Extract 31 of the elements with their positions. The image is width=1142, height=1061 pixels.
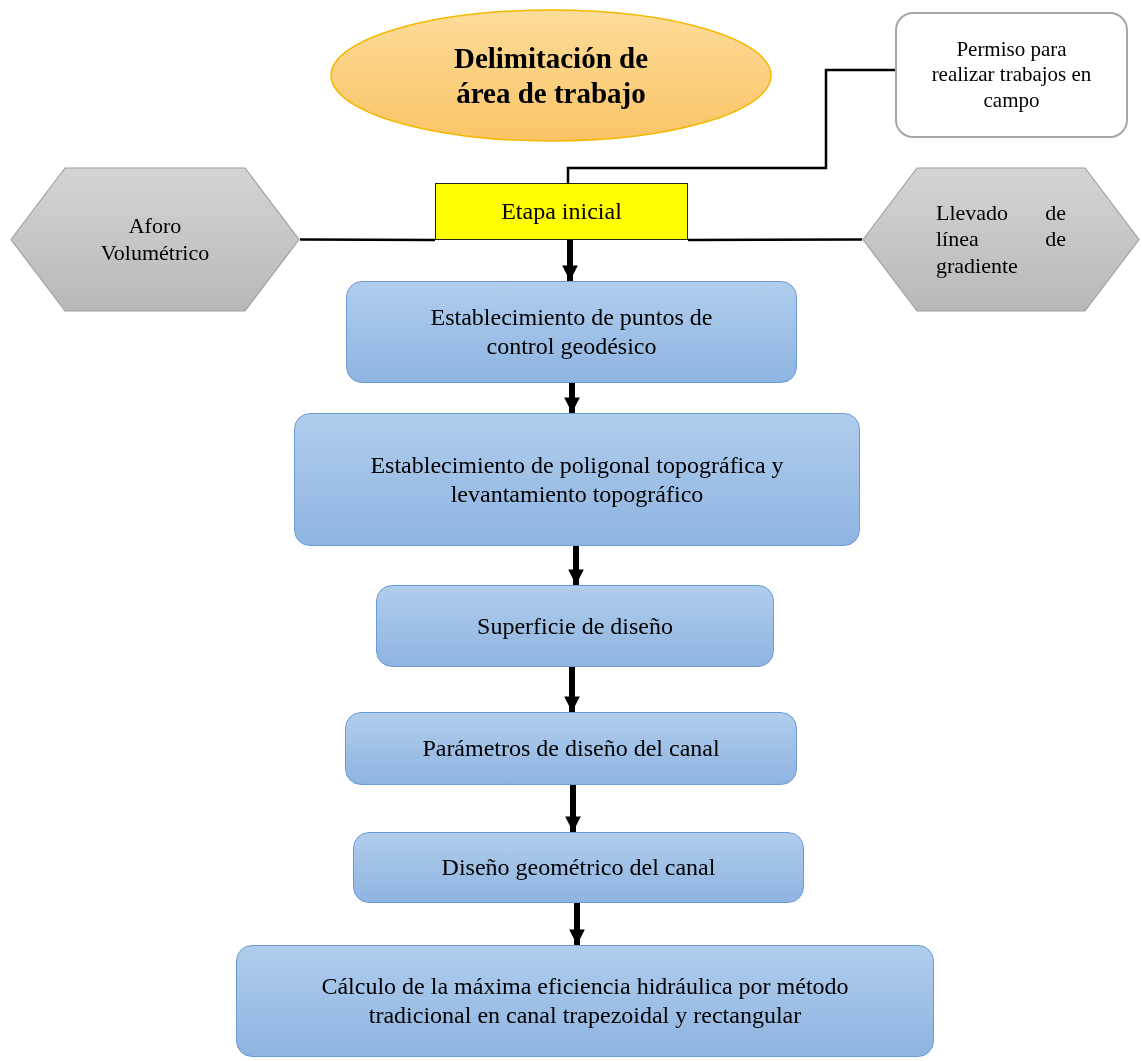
arrow — [562, 240, 578, 281]
process-box — [346, 281, 797, 383]
ellipse-shape — [330, 9, 772, 142]
hexagon-shape — [862, 167, 1140, 312]
hexagon-shape — [10, 167, 300, 312]
node-text: Delimitación de área de trabajo — [452, 40, 650, 111]
node-text: Establecimiento de puntos de control geodésico — [429, 303, 714, 361]
connector-line — [688, 238, 862, 242]
node-text: Parámetros de diseño del canal — [422, 734, 720, 763]
node-text: Establecimiento de poligonal topográfica y levantamiento topográfico — [369, 450, 785, 509]
process-box — [353, 832, 804, 903]
connector-line — [566, 68, 895, 183]
arrow — [568, 546, 584, 585]
node-text: Cálculo de la máxima eficiencia hidráulica por método tradicional en canal trapezoidal y rectangular — [320, 972, 850, 1030]
arrow — [564, 383, 580, 413]
node-text: Etapa inicial — [501, 197, 622, 226]
process-box — [345, 712, 797, 785]
node-text: Aforo Volumétrico — [99, 213, 211, 266]
process-box — [236, 945, 934, 1057]
start-box — [435, 183, 688, 240]
connector-line — [300, 238, 435, 242]
process-box — [376, 585, 774, 667]
node-text: Diseño geométrico del canal — [441, 853, 716, 882]
note-box — [895, 12, 1128, 138]
node-text: Permiso para realizar trabajos en campo — [930, 37, 1093, 113]
arrow — [569, 903, 585, 945]
arrow — [564, 667, 580, 712]
node-text: Llevado de línea de gradiente — [936, 199, 1066, 280]
node-text: Superficie de diseño — [477, 611, 673, 641]
process-box — [294, 413, 860, 546]
arrow — [565, 785, 581, 832]
